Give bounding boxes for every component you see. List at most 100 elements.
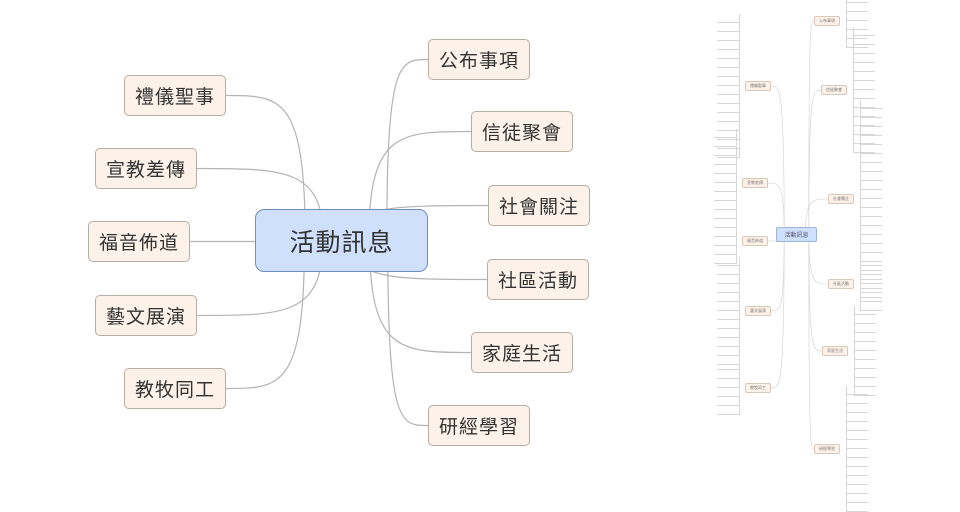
overview-branch: 信徒聚會 [821, 85, 847, 95]
overview-leaf [717, 396, 739, 397]
overview-leaf [717, 387, 739, 388]
branch-topic[interactable]: 社區活動 [487, 259, 589, 300]
branch-topic[interactable]: 藝文展演 [95, 295, 197, 336]
branch-topic[interactable]: 研經學習 [428, 405, 530, 446]
overview-leaf [860, 297, 882, 298]
overview-leaf [717, 405, 739, 406]
overview-leaf [860, 252, 882, 253]
overview-leaf [717, 265, 739, 266]
overview-leaf [860, 162, 882, 163]
overview-leaf [717, 103, 739, 104]
branch-connector [225, 240, 306, 390]
branch-connector [368, 130, 472, 241]
overview-connector [808, 234, 823, 352]
overview-leaf [860, 301, 882, 302]
overview-leaf [846, 502, 868, 503]
overview-leaf [717, 378, 739, 379]
overview-connector [770, 85, 785, 235]
overview-leaf [854, 332, 876, 333]
overview-branch: 福音佈道 [742, 236, 768, 246]
branch-connector [225, 94, 306, 241]
overview-leaf [714, 235, 736, 237]
overview-leaf [860, 270, 882, 271]
overview-leaf [846, 439, 868, 440]
overview-leaf [854, 377, 876, 378]
overview-leaf [714, 262, 736, 264]
overview-leaf [717, 94, 739, 95]
overview-leaf [853, 62, 875, 63]
overview-leaf [860, 283, 882, 284]
overview-leaf [846, 466, 868, 467]
overview-leaf-bracket [736, 129, 737, 237]
overview-leaf [717, 121, 739, 122]
central-topic[interactable]: 活動訊息 [255, 209, 428, 272]
overview-leaf [714, 218, 736, 219]
overview-leaf [853, 89, 875, 90]
overview-branch: 禮儀聖事 [745, 81, 771, 91]
branch-topic[interactable]: 禮儀聖事 [124, 75, 226, 116]
overview-leaf [717, 274, 739, 275]
overview-leaf [860, 261, 882, 262]
overview-leaf [860, 225, 882, 226]
overview-leaf [717, 355, 739, 356]
overview-leaf-bracket [860, 100, 861, 298]
overview-leaf [717, 414, 739, 415]
overview-center: 活動訊息 [776, 227, 817, 242]
overview-leaf [846, 475, 868, 476]
branch-topic[interactable]: 信徒聚會 [471, 111, 573, 152]
overview-branch: 教牧同工 [745, 383, 771, 393]
overview-leaf [846, 20, 868, 21]
overview-leaf [717, 49, 739, 50]
overview-branch: 藝文展演 [745, 306, 771, 316]
overview-leaf [854, 341, 876, 342]
branch-connector [386, 58, 429, 241]
branch-topic[interactable]: 家庭生活 [471, 332, 573, 373]
overview-leaf-bracket [846, 386, 847, 512]
overview-leaf [853, 98, 875, 99]
overview-branch: 宣教差傳 [742, 178, 768, 188]
overview-leaf [717, 22, 739, 23]
overview-leaf [853, 44, 875, 45]
overview-leaf [846, 430, 868, 431]
branch-topic[interactable]: 福音佈道 [88, 221, 190, 262]
overview-leaf [846, 457, 868, 458]
overview-leaf [714, 200, 736, 201]
overview-branch: 社區活動 [828, 279, 854, 289]
overview-leaf-bracket [854, 306, 855, 396]
overview-leaf [853, 53, 875, 54]
overview-leaf [717, 58, 739, 59]
overview-leaf [854, 386, 876, 387]
overview-branch: 公布事項 [814, 16, 840, 26]
overview-leaf [714, 253, 736, 255]
overview-leaf [714, 209, 736, 210]
overview-leaf [854, 395, 876, 396]
overview-leaf [714, 182, 736, 183]
overview-leaf [853, 125, 875, 126]
branch-connector [368, 240, 472, 354]
overview-leaf [846, 412, 868, 413]
overview-leaf-bracket [736, 218, 737, 264]
overview-connector [808, 234, 815, 450]
overview-leaf [717, 40, 739, 41]
overview-leaf [714, 146, 736, 147]
branch-connector [387, 240, 429, 427]
overview-leaf [714, 173, 736, 174]
overview-leaf [846, 29, 868, 30]
overview-leaf [717, 85, 739, 86]
overview-leaf [860, 292, 882, 293]
overview-connector [808, 20, 815, 235]
overview-connector [808, 89, 822, 235]
overview-connector [767, 182, 785, 235]
branch-topic[interactable]: 教牧同工 [124, 368, 226, 409]
overview-leaf [853, 134, 875, 135]
branch-topic[interactable]: 宣教差傳 [95, 148, 197, 189]
overview-leaf [717, 301, 739, 302]
overview-leaf [846, 394, 868, 395]
branch-topic[interactable]: 公布事項 [428, 39, 530, 80]
overview-leaf [717, 139, 739, 140]
branch-topic[interactable]: 社會關注 [488, 185, 590, 226]
overview-leaf [717, 112, 739, 113]
overview-leaf [717, 337, 739, 338]
overview-leaf [717, 76, 739, 77]
